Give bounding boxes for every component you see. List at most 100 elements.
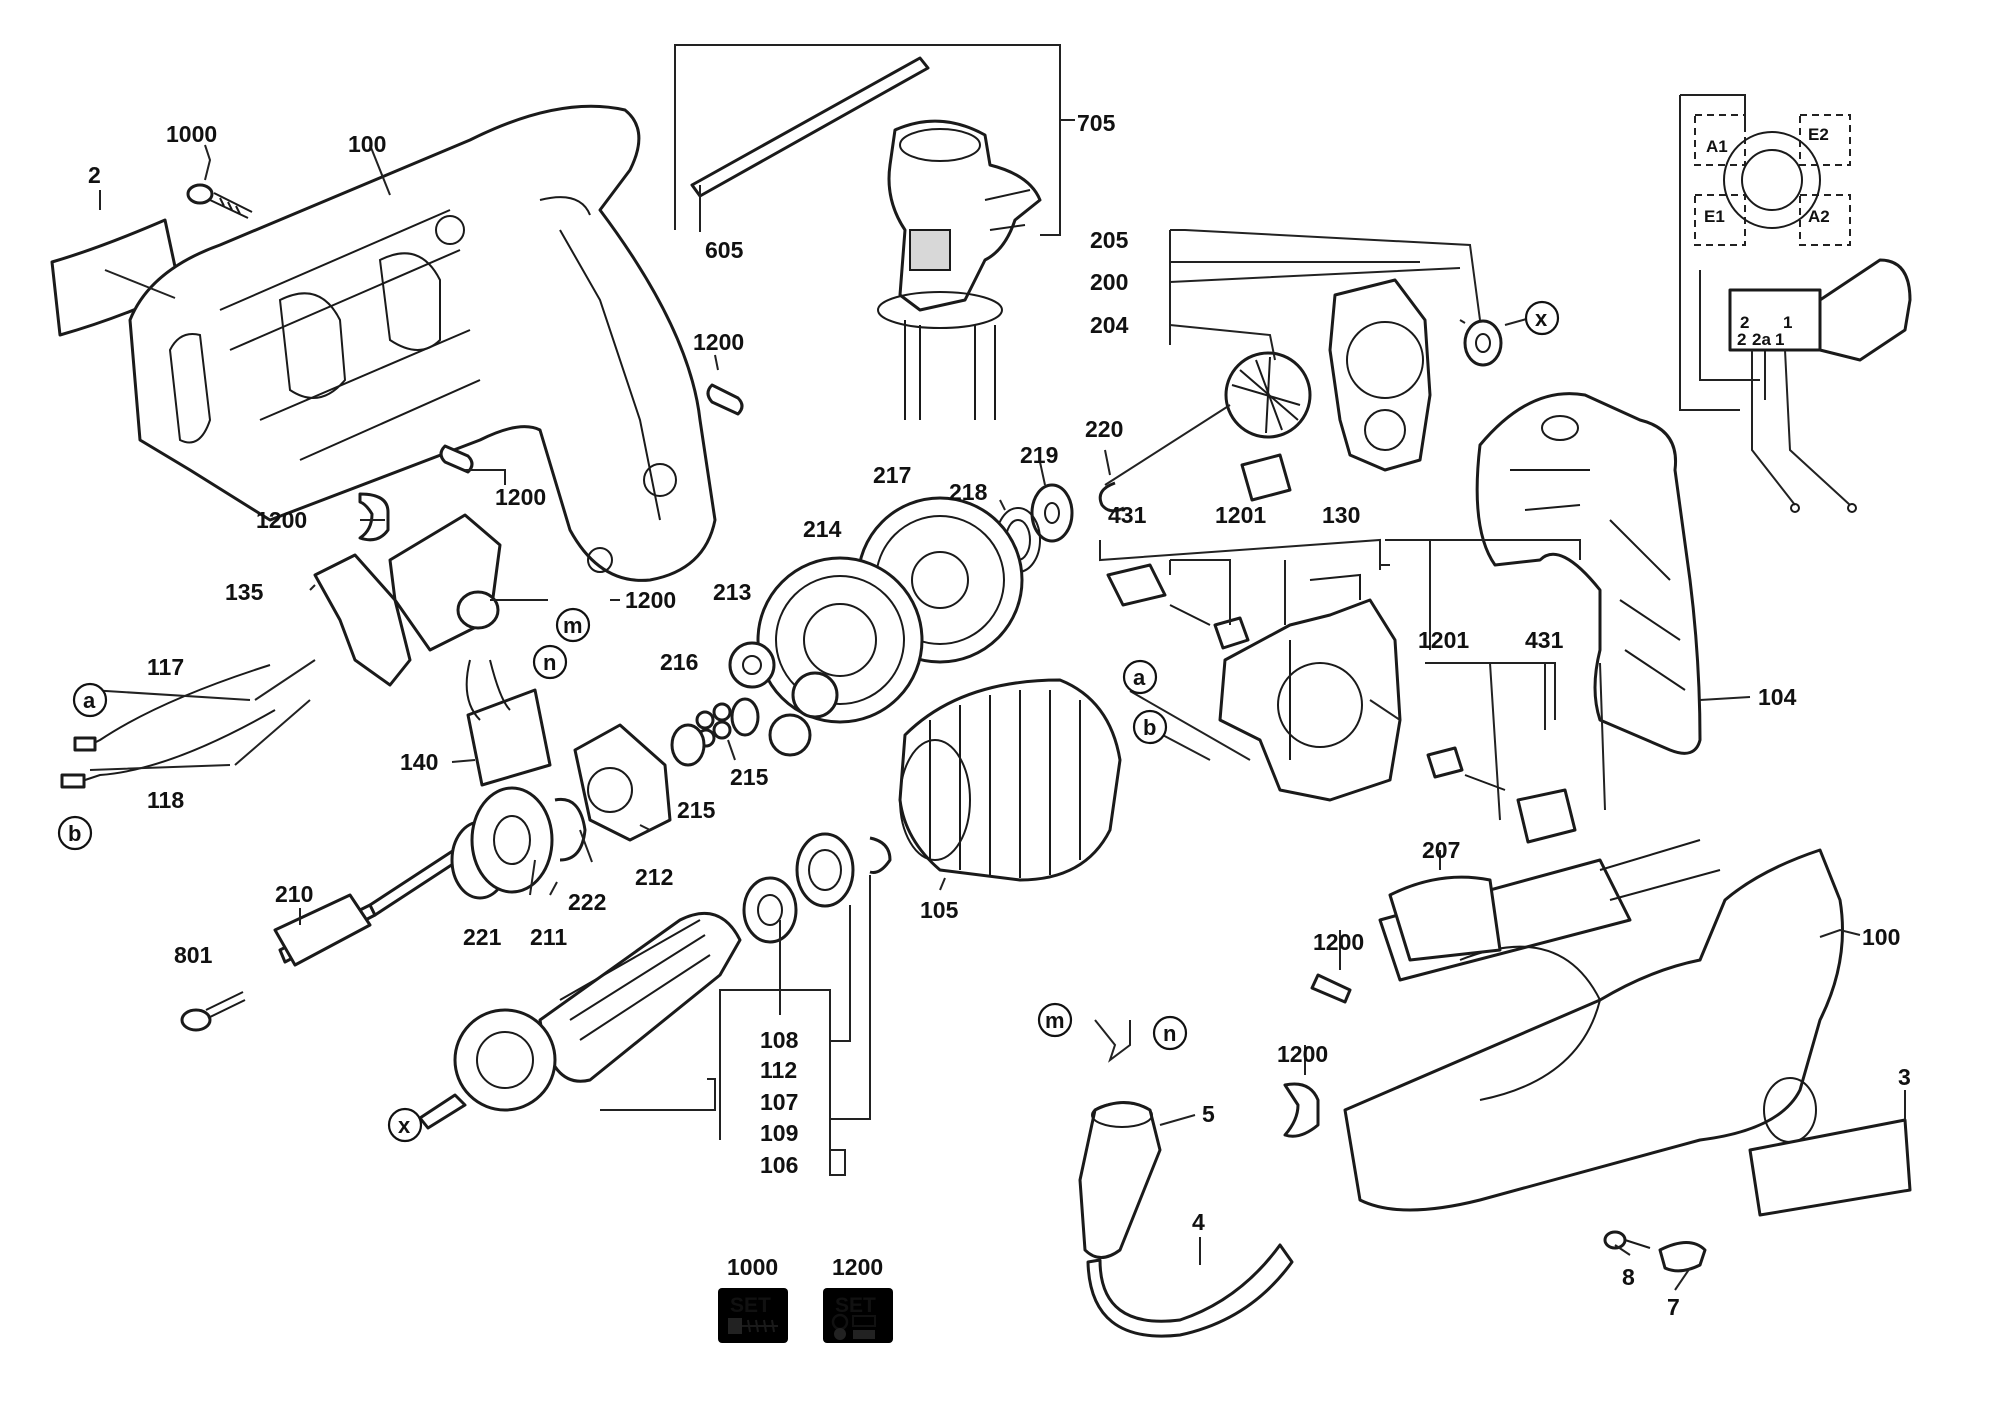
handle-104	[1475, 392, 1702, 755]
terminal-label-e2: E2	[1808, 125, 1829, 144]
part-label: 204	[1090, 312, 1129, 338]
brush-holder-130	[1218, 573, 1402, 802]
marker-x-gear: x	[1524, 300, 1560, 336]
bearing-sleeve-204	[1240, 453, 1292, 502]
part-label: 105	[920, 897, 959, 923]
washer-219	[1030, 483, 1074, 543]
part-label: 7	[1667, 1294, 1680, 1320]
cover-207	[1388, 875, 1502, 962]
gear-204	[1224, 351, 1312, 439]
part-label: 8	[1622, 1264, 1635, 1290]
circlip-222	[554, 797, 587, 862]
part-label: 1200	[256, 507, 307, 533]
label-plate-3	[1748, 1118, 1912, 1217]
terminal-label-a2: A2	[1808, 207, 1830, 226]
part-label: 216	[660, 649, 698, 675]
part-label: 1000	[166, 121, 217, 147]
switch-pin-label: 2	[1737, 330, 1746, 349]
marker-letter: n	[1163, 1021, 1176, 1046]
part-label: 431	[1525, 627, 1564, 653]
gear-214	[756, 556, 924, 724]
terminal-label-a1: A1	[1706, 137, 1728, 156]
switch-pin-label: 1	[1783, 313, 1792, 332]
part-label: 100	[348, 131, 386, 157]
part-label: 207	[1422, 837, 1460, 863]
part-label: 605	[705, 237, 744, 263]
part-label: 1200	[1277, 1041, 1328, 1067]
marker-b-stator: b	[1132, 709, 1168, 745]
gear-plate-212	[573, 723, 672, 842]
part-label: 117	[147, 654, 184, 680]
stator-105	[898, 678, 1122, 882]
part-label: 1201	[1418, 627, 1469, 653]
washer-215	[670, 697, 760, 767]
part-label: 1200	[693, 329, 744, 355]
side-handle-705	[877, 119, 1042, 420]
part-label: 109	[760, 1120, 798, 1146]
part-number-labels: 2 1000 100 1200 1200 1200 605 705 205 20…	[88, 110, 1911, 1320]
capacitor-140	[465, 659, 552, 787]
cord-sleeve-5	[1078, 1101, 1162, 1259]
part-label: 108	[760, 1027, 799, 1053]
pin-1200-a	[706, 383, 744, 416]
screw-8	[1603, 1230, 1651, 1250]
marker-n-switch: n	[532, 644, 568, 680]
set-box-title: SET	[835, 1294, 876, 1317]
part-label: 1200	[495, 484, 546, 510]
part-label: 213	[713, 579, 751, 605]
bushing-112	[795, 832, 855, 908]
set-box-1000: 1000 SET	[718, 1254, 788, 1343]
wire-118	[60, 709, 276, 789]
wire-117	[73, 664, 271, 752]
part-label: 215	[730, 764, 769, 790]
set-box-title: SET	[730, 1294, 771, 1317]
wiring-schematic: A1 E2 E1 A2 2 2a 1 2 1	[1679, 94, 1912, 513]
marker-letter: a	[83, 688, 96, 713]
marker-letter: b	[68, 821, 81, 846]
part-label: 1200	[625, 587, 676, 613]
part-label: 1201	[1215, 502, 1266, 528]
marker-letter: n	[543, 650, 556, 675]
housing-half-100	[128, 104, 717, 582]
part-label: 801	[174, 942, 213, 968]
part-label: 130	[1322, 502, 1360, 528]
part-label: 104	[1758, 684, 1797, 710]
part-label: 5	[1202, 1101, 1215, 1127]
part-label: 214	[803, 516, 842, 542]
part-label: 100	[1862, 924, 1900, 950]
pinion-215	[768, 671, 839, 757]
bearing-211	[470, 786, 554, 894]
set-box-number: 1200	[832, 1254, 883, 1280]
switch-pin-label: 1	[1775, 330, 1784, 349]
clip-1200-c	[358, 492, 390, 542]
armature-107	[418, 911, 742, 1130]
part-label: 211	[530, 924, 567, 950]
part-label: 140	[400, 749, 438, 775]
carbon-brush-1201-b	[1426, 746, 1506, 791]
marker-letter: a	[1133, 665, 1146, 690]
marker-m-switch: m	[555, 607, 591, 643]
connection-markers: x x m m n n a a	[57, 300, 1560, 1143]
part-label: 107	[760, 1089, 798, 1115]
part-label: 222	[568, 889, 606, 915]
part-label: 217	[873, 462, 911, 488]
marker-letter: m	[1045, 1008, 1065, 1033]
part-label: 205	[1090, 227, 1129, 253]
bearing-108	[742, 876, 798, 944]
marker-m-cord: m	[1037, 1002, 1073, 1038]
part-label: 4	[1192, 1209, 1205, 1235]
part-label: 212	[635, 864, 673, 890]
leader-lines	[89, 44, 1906, 1291]
screw-icon	[728, 1318, 778, 1334]
part-label: 106	[760, 1152, 798, 1178]
part-label: 215	[677, 797, 716, 823]
marker-a-stator: a	[1122, 659, 1158, 695]
power-cord-4	[1086, 1243, 1294, 1338]
part-label: 219	[1020, 442, 1058, 468]
part-label: 431	[1108, 502, 1147, 528]
part-label: 118	[147, 787, 184, 813]
pin-1200-e	[1310, 973, 1352, 1004]
part-label: 210	[275, 881, 313, 907]
fastener-kit-icon	[831, 1313, 876, 1340]
